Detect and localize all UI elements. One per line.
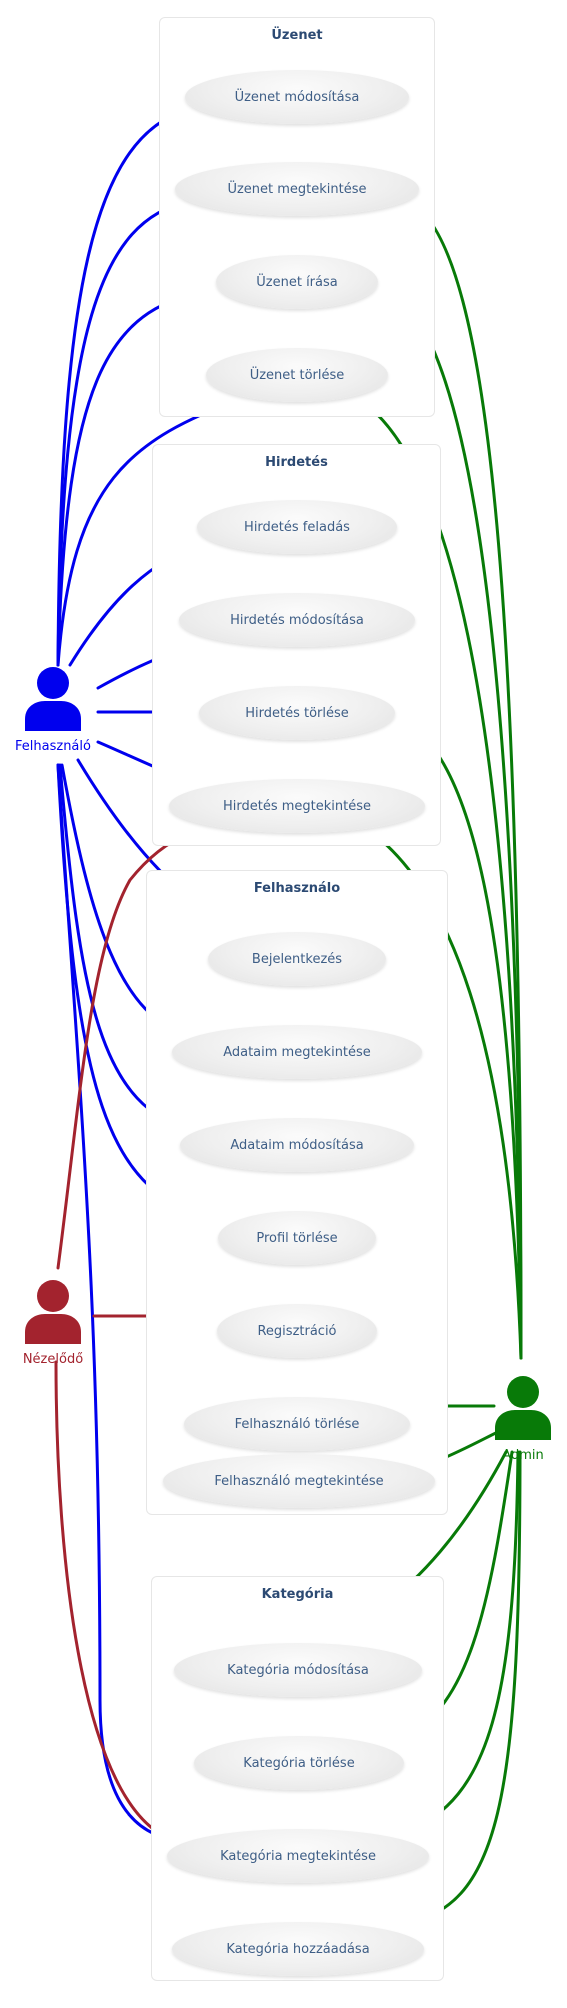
package-title: Hirdetés xyxy=(265,455,328,470)
actor-label: Nézelődő xyxy=(22,1352,84,1367)
usecase-hirdetes-modositasa[interactable]: Hirdetés módosítása xyxy=(179,593,415,647)
actor-label: Admin xyxy=(502,1448,544,1463)
usecase-label: Üzenet írása xyxy=(256,274,338,290)
user-icon xyxy=(25,667,81,731)
association-felhasznalo-uzenet-modositasa xyxy=(56,106,197,667)
usecase-label: Kategória hozzáadása xyxy=(226,1941,370,1957)
usecase-label: Hirdetés megtekintése xyxy=(222,798,371,814)
usecase-label: Regisztráció xyxy=(257,1323,337,1339)
usecase-label: Hirdetés módosítása xyxy=(230,612,364,628)
user-icon xyxy=(495,1376,551,1440)
usecase-label: Hirdetés feladás xyxy=(244,519,350,535)
usecase-felhasznalo-megtekintese[interactable]: Felhasználó megtekintése xyxy=(163,1454,435,1508)
usecase-regisztracio[interactable]: Regisztráció xyxy=(217,1304,377,1358)
usecase-label: Kategória törlése xyxy=(243,1755,355,1771)
association-felhasznalo-uzenet-megtekintese xyxy=(56,199,192,667)
usecase-adataim-modositasa[interactable]: Adataim módosítása xyxy=(180,1118,414,1172)
usecase-label: Üzenet megtekintése xyxy=(227,181,367,197)
usecase-hirdetes-torlese[interactable]: Hirdetés törlése xyxy=(199,686,395,740)
association-admin-hirdetes-megtekintese xyxy=(356,821,523,1360)
actor-nezelodo[interactable]: Nézelődő xyxy=(0,1278,108,1367)
usecase-uzenet-torlese[interactable]: Üzenet törlése xyxy=(206,348,388,402)
usecase-felhasznalo-torlese[interactable]: Felhasználó törlése xyxy=(184,1397,410,1451)
actor-label: Felhasználó xyxy=(15,739,91,754)
actor-felhasznalo[interactable]: Felhasználó xyxy=(0,665,108,754)
usecase-label: Kategória megtekintése xyxy=(220,1848,376,1864)
usecase-uzenet-megtekintese[interactable]: Üzenet megtekintése xyxy=(175,162,419,216)
user-icon xyxy=(25,1280,81,1344)
usecase-label: Felhasználó megtekintése xyxy=(214,1473,384,1489)
usecase-profil-torlese[interactable]: Profil törlése xyxy=(218,1211,376,1265)
usecase-kategoria-hozzaadasa[interactable]: Kategória hozzáadása xyxy=(172,1922,424,1976)
usecase-uzenet-modositasa[interactable]: Üzenet módosítása xyxy=(185,70,409,124)
usecase-label: Üzenet módosítása xyxy=(234,89,360,105)
package-title: Üzenet xyxy=(271,28,323,43)
usecase-label: Üzenet törlése xyxy=(249,367,345,383)
usecase-hirdetes-feladas[interactable]: Hirdetés feladás xyxy=(197,500,397,554)
usecase-hirdetes-megtekintese[interactable]: Hirdetés megtekintése xyxy=(169,779,425,833)
usecase-label: Adataim megtekintése xyxy=(223,1044,371,1060)
actor-admin[interactable]: Admin xyxy=(468,1374,567,1463)
usecase-kategoria-megtekintese[interactable]: Kategória megtekintése xyxy=(167,1829,429,1883)
usecase-label: Bejelentkezés xyxy=(251,951,343,967)
package-title: Kategória xyxy=(261,1587,334,1602)
usecase-label: Adataim módosítása xyxy=(230,1137,364,1153)
usecase-kategoria-modositasa[interactable]: Kategória módosítása xyxy=(174,1643,422,1697)
usecase-label: Profil törlése xyxy=(256,1230,338,1246)
association-felhasznalo-kategoria-megtekintese xyxy=(56,763,188,1842)
association-nezelodo-kategoria-megtekintese xyxy=(54,1360,188,1845)
usecase-label: Kategória módosítása xyxy=(227,1662,369,1678)
package-title: Felhasználo xyxy=(253,881,341,896)
usecase-adataim-megtekintese[interactable]: Adataim megtekintése xyxy=(172,1025,422,1079)
association-admin-uzenet-megtekintese xyxy=(402,198,523,1360)
association-admin-uzenet-torlese xyxy=(350,393,523,1360)
usecase-uzenet-irasa[interactable]: Üzenet írása xyxy=(216,255,378,309)
usecase-bejelentkezes[interactable]: Bejelentkezés xyxy=(208,932,386,986)
usecase-label: Felhasználó törlése xyxy=(234,1416,360,1432)
usecase-label: Hirdetés törlése xyxy=(245,705,349,721)
usecase-kategoria-torlese[interactable]: Kategória törlése xyxy=(194,1736,404,1790)
